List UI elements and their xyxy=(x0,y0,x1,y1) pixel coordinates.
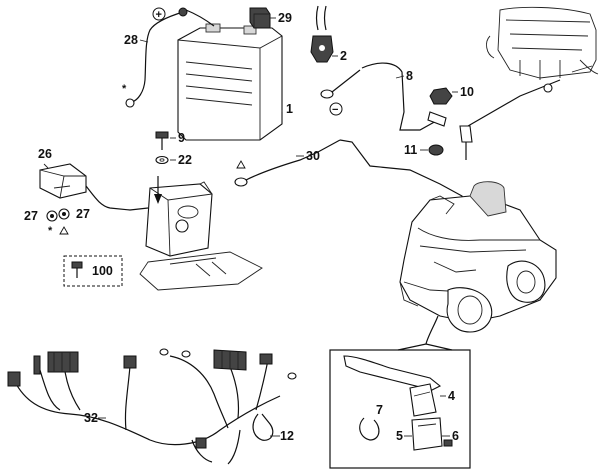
bolt-100-box xyxy=(63,255,123,287)
nut-10 xyxy=(429,87,453,105)
cable-tie xyxy=(252,413,274,441)
negative-cable xyxy=(320,62,447,131)
plus-symbol: + xyxy=(152,7,166,21)
fastener-27-left xyxy=(46,210,58,222)
callout-27-right: 27 xyxy=(76,207,90,221)
callout-5: 5 xyxy=(396,429,403,443)
cable-30 xyxy=(234,125,473,211)
callout-10: 10 xyxy=(460,85,474,99)
callout-22: 22 xyxy=(178,153,192,167)
asterisk-symbol-a: * xyxy=(122,83,127,95)
battery-tray xyxy=(139,176,263,291)
control-box-lead xyxy=(85,185,149,211)
callout-26: 26 xyxy=(38,147,52,161)
callout-30: 30 xyxy=(306,149,320,163)
callout-29: 29 xyxy=(278,11,292,25)
callout-100: 100 xyxy=(92,264,113,278)
engine-block xyxy=(467,6,599,127)
callout-1: 1 xyxy=(286,102,293,116)
callout-2: 2 xyxy=(340,49,347,63)
control-box xyxy=(39,163,87,199)
bolt-9 xyxy=(155,131,169,150)
wiring-harness xyxy=(7,348,297,465)
callout-27-left: 27 xyxy=(24,209,38,223)
rider-mower xyxy=(399,181,557,345)
terminal-cap xyxy=(249,7,271,29)
callout-28: 28 xyxy=(124,33,138,47)
callout-32: 32 xyxy=(84,411,98,425)
svg-text:+: + xyxy=(156,9,162,21)
detail-panel xyxy=(329,343,471,469)
fastener-27-right xyxy=(58,208,70,220)
fuse-holder xyxy=(310,5,334,63)
asterisk-symbol-b: * xyxy=(48,225,53,237)
nut-11 xyxy=(428,144,444,156)
battery xyxy=(177,23,283,141)
callout-4: 4 xyxy=(448,389,455,403)
minus-symbol: − xyxy=(329,102,343,116)
positive-cable xyxy=(125,7,215,108)
callout-12: 12 xyxy=(280,429,294,443)
callout-7: 7 xyxy=(376,403,383,417)
washer-22 xyxy=(155,155,169,165)
callout-8: 8 xyxy=(406,69,413,83)
leader-lines xyxy=(43,17,458,437)
triangle-symbol-fastener xyxy=(59,226,69,235)
triangle-symbol-battery xyxy=(236,160,246,169)
svg-text:−: − xyxy=(332,104,338,116)
callout-6: 6 xyxy=(452,429,459,443)
callout-11: 11 xyxy=(404,143,417,157)
callout-9: 9 xyxy=(178,131,185,145)
